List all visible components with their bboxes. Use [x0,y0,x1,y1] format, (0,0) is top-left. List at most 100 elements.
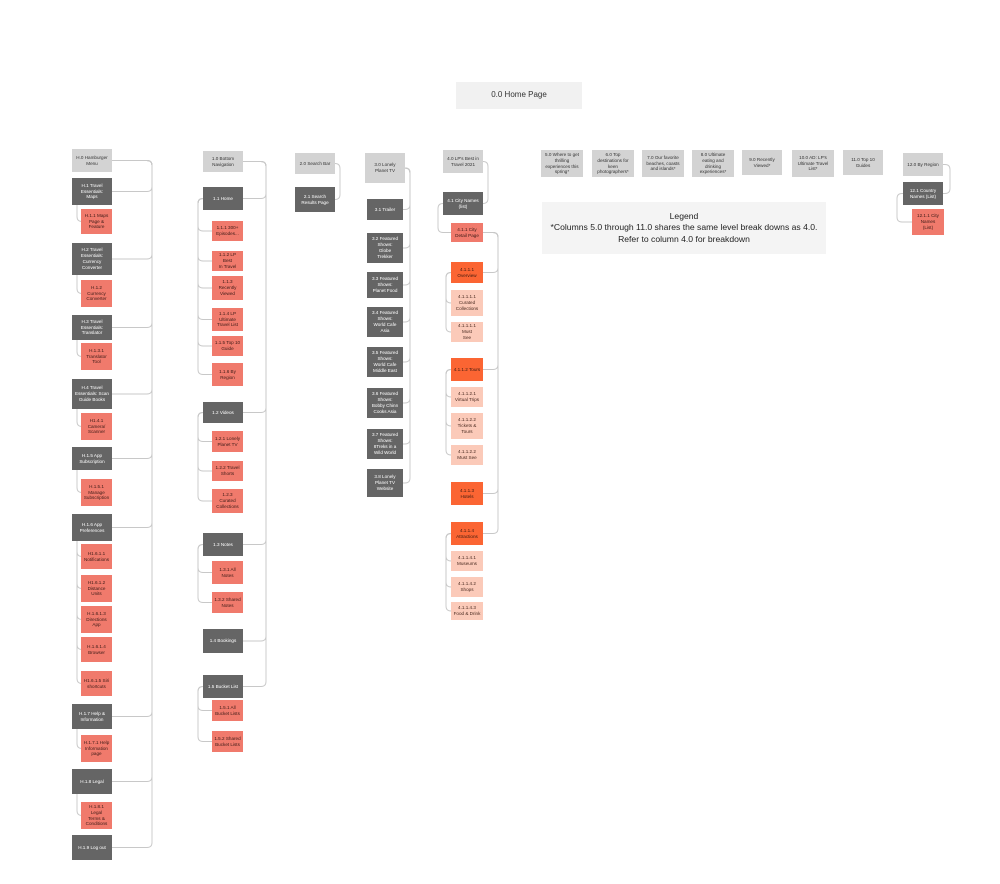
hamburger-node: H.0 Hamburger Menu [72,149,112,172]
hamburger-node: H.1.5.1 Manage Subscription [81,479,112,506]
connector [197,198,212,289]
connector [112,160,153,328]
lonely_tv-node: 3.6 Featured Shows: Bobby Chinn Cooks As… [367,388,403,418]
top_row-node: 10.0 AD: LP's Ultimate Travel List* [792,150,834,177]
top_row-node: 7.0 Our favorite beaches, coasts and isl… [642,150,684,177]
hamburger-node: H.1 Travel Essentials: Maps [72,178,112,205]
connector [112,160,153,528]
connector [483,232,499,273]
best_travel-node: 4.0 LP's Best in Travel 2021 [443,150,483,173]
hamburger-node: H.2 Travel Essentials: Currency Converte… [72,243,112,275]
connector [403,167,411,404]
hamburger-node: H.1.7 Help & Information [72,704,112,729]
hamburger-node: H.1.8.1 Legal Terms & Conditions [81,802,112,829]
region-node: 12.0 By Region [903,153,943,176]
region-node: 12.1.1 City Names (List) [912,209,944,235]
lonely_tv-node: 3.5 Featured Shows: World Cafe Middle Ea… [367,347,403,377]
best_travel-node: 4.1.1 City Detail Page [451,223,483,242]
bottom_nav-node: 1.2.2 Travel Shorts [212,461,243,481]
top_row-node: 5.0 Where to get thrilling experiences t… [541,150,583,177]
connector [445,369,452,456]
lonely_tv-node: 3.4 Featured Shows: World Cafe Asia [367,307,403,337]
connector [112,160,153,395]
hamburger-node: H.1.1 Maps Page & Feature [81,209,112,234]
bottom_nav-node: 1.1.5 Top 10 Guide [212,336,243,356]
lonely_tv-node: 3.7 Featured Shows: 8Treks in a Wild Wor… [367,429,403,459]
connector [197,198,212,347]
legend-box: Legend *Columns 5.0 through 11.0 shares … [542,202,826,254]
bottom_nav-node: 1.4 Bookings [203,629,243,653]
top_row-node: 9.0 Recently Viewed* [742,150,782,175]
top_row-node: 11.0 Top 10 Guides [843,150,883,175]
hamburger-node: H.1.7.1 Help Information page [81,735,112,762]
connector [243,161,267,545]
connector [197,686,212,742]
connector [197,412,212,502]
hamburger-node: H.1.5 App Subscription [72,447,112,470]
connector [197,198,212,320]
connector [243,161,267,199]
top_row-node: 6.0 Top destinations for keen photograph… [592,150,634,177]
hamburger-node: H1.6.1.2 Distance Units [81,575,112,602]
hamburger-node: H.1.3.1 Translator Tool [81,343,112,370]
connector [243,161,267,413]
connector [334,163,341,200]
connector [403,167,411,286]
best_travel-node: 4.1.1.1 Overview [451,262,483,283]
bottom_nav-node: 1.2.1 Lonely Planet TV [212,431,243,452]
hamburger-node: H1.4.1 Camera/ Scanner [81,413,112,440]
bottom_nav-node: 1.1.6 By Region [212,363,243,386]
bottom_nav-node: 1.5.2 Shared Bucket Lists [212,731,243,752]
bottom_nav-node: 1.1.2 LP Best In Travel [212,251,243,271]
connector [197,544,212,603]
connector [112,160,153,192]
lonely_tv-node: 3.0 Lonely Planet TV [365,153,405,183]
bottom_nav-node: 1.1 Home [203,187,243,210]
hamburger-node: H1.6.1.1 Notifications [81,544,112,569]
connector [243,161,267,687]
lonely_tv-node: 3.1 Trailer [367,199,403,220]
bottom_nav-node: 1.5.1 All Bucket Lists [212,700,243,721]
connector [445,533,452,612]
best_travel-node: 4.1.1.2 Tours [451,358,483,381]
home-page-node: 0.0 Home Page [456,82,582,109]
lonely_tv-node: 3.2 Featured Shows: Globe Trekker [367,233,403,263]
connector [943,164,951,194]
connector [482,161,489,204]
connector [112,160,153,782]
connector [243,161,267,642]
hamburger-node: H.4 Travel Essentials: Scan Guide Books [72,379,112,409]
bottom_nav-node: 1.1.1 300+ Episodes... [212,221,243,241]
bottom_nav-node: 1.2.3 Curated Collections [212,489,243,513]
best_travel-node: 4.1.1.1.1 Curated Collections [451,290,483,316]
best_travel-node: 4.1.1.4.3 Food & Drink [451,602,483,620]
lonely_tv-node: 3.3 Featured Shows: Planet Food [367,272,403,298]
best_travel-node: 4.1.1.2.2 Must See [451,445,483,465]
connector [112,160,153,459]
bottom_nav-node: 1.3 Notes [203,533,243,556]
hamburger-node: H.1.8 Legal [72,769,112,794]
best_travel-node: 4.1.1.4.2 Shops [451,577,483,597]
best_travel-node: 4.1.1.4 Attractions [451,522,483,545]
bottom_nav-node: 1.3.2 Shared Notes [212,592,243,613]
bottom_nav-node: 1.0 Bottom Navigation [203,151,243,172]
best_travel-node: 4.1 City Names (list) [443,192,483,215]
connector [483,232,499,370]
bottom_nav-node: 1.3.1 All Notes [212,561,243,584]
best_travel-node: 4.1.1.2.1 Virtual Trips [451,387,483,407]
search-node: 2.1 Search Results Page [295,187,335,212]
hamburger-node: H.1.6 App Preferences [72,514,112,541]
bottom_nav-node: 1.1.3 Recently Viewed [212,276,243,300]
connector [483,232,499,534]
top_row-node: 8.0 Ultimate eating and drinking experie… [692,150,734,177]
connector [403,167,411,363]
hamburger-node: H1.6.1.5 Siri shortcuts [81,671,112,696]
lonely_tv-node: 3.8 Lonely Planet TV Website [367,469,403,497]
connector [403,167,411,323]
best_travel-node: 4.1.1.2.2 Tickets & Tours [451,413,483,439]
best_travel-node: 4.1.1.1.1 Must See [451,322,483,342]
bottom_nav-node: 1.2 Videos [203,402,243,423]
connector [896,193,912,223]
connector [112,160,153,260]
